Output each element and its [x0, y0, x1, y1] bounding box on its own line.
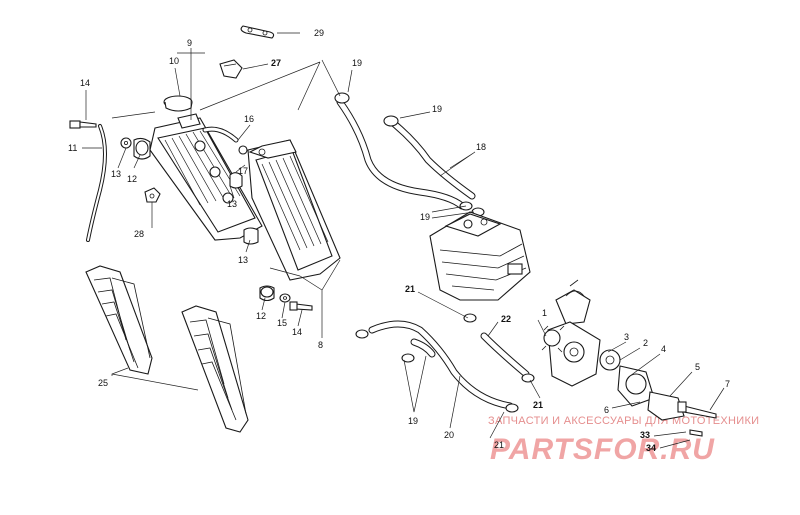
- callout-11: 11: [68, 143, 77, 153]
- callout-21-lower: 21: [494, 440, 504, 450]
- callout-34: 34: [646, 443, 656, 453]
- callout-1: 1: [542, 308, 547, 318]
- right-radiator: [247, 139, 341, 281]
- callout-12-left: 12: [127, 174, 137, 184]
- callout-6: 6: [604, 405, 609, 415]
- callout-27: 27: [271, 58, 281, 68]
- part-20-lower-hose: [355, 320, 519, 413]
- part-10-radiator-cap: [163, 95, 193, 112]
- callout-12-lower: 12: [256, 311, 266, 321]
- part-25-louver-left: [85, 265, 153, 375]
- callout-4: 4: [661, 344, 666, 354]
- callout-21-upper: 21: [405, 284, 415, 294]
- callout-5: 5: [695, 362, 700, 372]
- callout-19-head: 19: [420, 212, 430, 222]
- callout-17: 17: [238, 166, 248, 176]
- callout-14-lower: 14: [292, 327, 302, 337]
- callout-7: 7: [725, 379, 730, 389]
- callout-19-lower: 19: [408, 416, 418, 426]
- right-radiator-fins: [261, 155, 329, 251]
- callout-29: 29: [314, 28, 324, 38]
- callout-labels: 29 9 10 27 14 11 13 12 16 17 13 28 13 19…: [68, 28, 730, 453]
- callout-9: 9: [187, 38, 192, 48]
- callout-20: 20: [444, 430, 454, 440]
- part-16-small-hose: [202, 126, 248, 155]
- part-13-grommet-mid: [243, 227, 259, 245]
- callout-28: 28: [134, 229, 144, 239]
- callout-15: 15: [277, 318, 287, 328]
- leader-lines: [82, 32, 725, 449]
- part-27-sensor: [219, 59, 243, 79]
- callout-8: 8: [318, 340, 323, 350]
- callout-13-middle: 13: [227, 199, 237, 209]
- callout-22: 22: [501, 314, 511, 324]
- part-11-overflow-tube: [86, 124, 107, 242]
- part-12-15-14-bottom-fixings: [259, 285, 313, 311]
- water-pump-assembly: [541, 279, 717, 437]
- watermark-tagline: ЗАПЧАСТИ И АКСЕССУАРЫ ДЛЯ МОТОТЕХНИКИ: [488, 415, 759, 427]
- part-25-louver-right: [181, 305, 249, 433]
- callout-25: 25: [98, 378, 108, 388]
- callout-18: 18: [476, 142, 486, 152]
- callout-19-upper-right: 19: [432, 104, 442, 114]
- left-radiator: [149, 113, 263, 241]
- callout-13-left: 13: [111, 169, 121, 179]
- callout-13-lower: 13: [238, 255, 248, 265]
- watermark: ЗАПЧАСТИ И АКСЕССУАРЫ ДЛЯ МОТОТЕХНИКИ PA…: [488, 415, 759, 466]
- part-28-nut: [144, 187, 161, 203]
- callout-19-upper: 19: [352, 58, 362, 68]
- callout-16: 16: [244, 114, 254, 124]
- watermark-brand: PARTSFOR.RU: [490, 433, 715, 466]
- callout-21-pump: 21: [533, 400, 543, 410]
- callout-10: 10: [169, 56, 179, 66]
- part-29-bracket: [240, 25, 275, 39]
- part-22-hose: [463, 313, 535, 383]
- part-18-upper-hoses: [334, 92, 485, 217]
- callout-14-left: 14: [80, 78, 90, 88]
- part-14-bolt-left: [69, 120, 97, 129]
- callout-3: 3: [624, 332, 629, 342]
- cylinder-head: [429, 211, 531, 301]
- callout-33: 33: [640, 430, 650, 440]
- callout-2: 2: [643, 338, 648, 348]
